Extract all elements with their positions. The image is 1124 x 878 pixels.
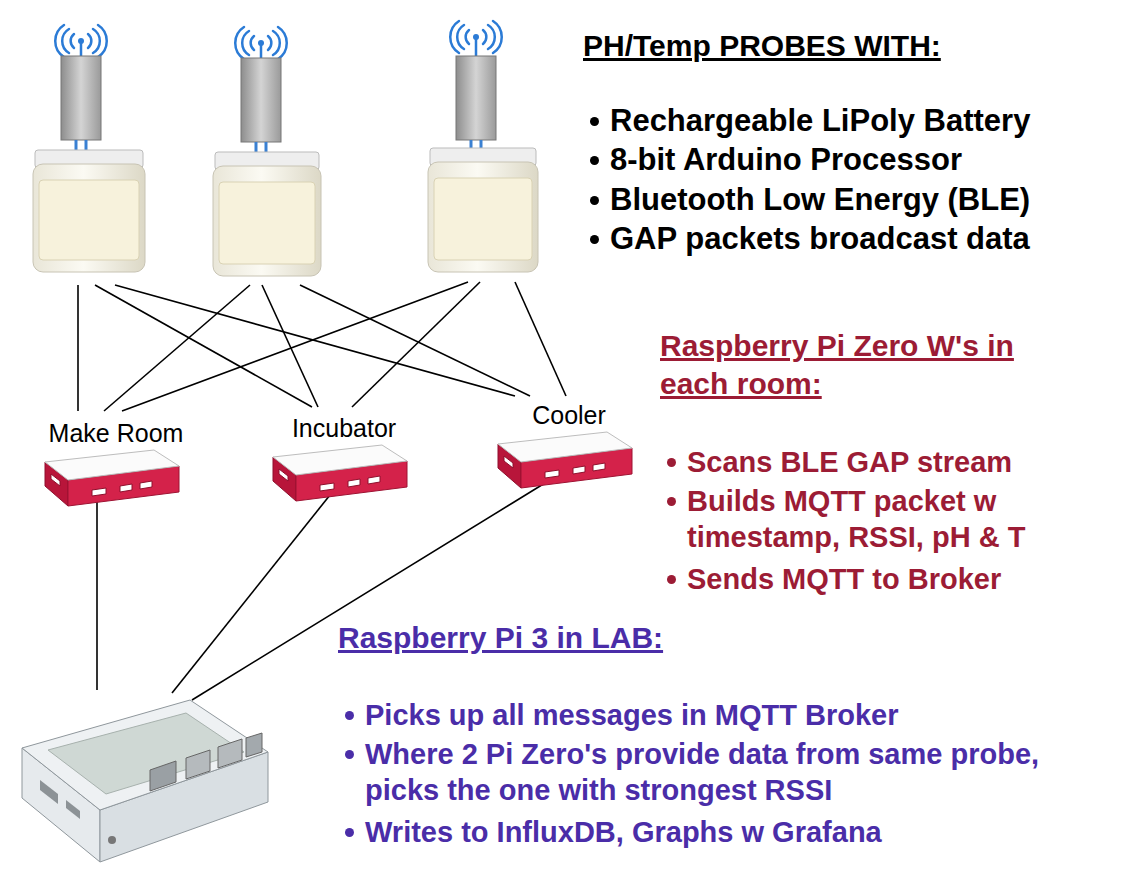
pi-zero-device: Incubator [270,413,418,505]
bullet-dot [345,711,354,720]
bullet-dot [667,497,676,506]
bullet-text: Scans BLE GAP stream [687,444,1107,480]
bullet-text: Picks up all messages in MQTT Broker [365,697,1085,733]
lab-wires [97,483,545,700]
room-label: Incubator [270,413,418,443]
pi-zero-device: Cooler [495,400,643,492]
bullet-text: Rechargeable LiPoly Battery [610,102,1030,141]
bullet-dot [590,156,599,165]
bullet-dot [667,575,676,584]
probe-illustration [428,21,538,272]
pi-zero-case [495,430,635,492]
bullet-dot [345,750,354,759]
pi3-illustration [22,700,268,862]
probe-illustration [213,27,321,276]
pi-zero-case [270,443,410,505]
bullet-dot [667,458,676,467]
bullet-text: Writes to InfluxDB, Graphs w Grafana [365,814,1085,850]
bullet-dot [345,828,354,837]
probe-illustration [33,25,145,272]
bullet-dot [590,196,599,205]
bullet-text: 8-bit Arduino Processor [610,141,962,180]
probe-wires [78,282,566,411]
room-label: Cooler [495,400,643,430]
bullet-dot [590,235,599,244]
section-heading: Raspberry Pi 3 in LAB: [338,619,663,657]
bullet-text: Where 2 Pi Zero's provide data from same… [365,736,1077,809]
bullet-text: Builds MQTT packet w timestamp, RSSI, pH… [687,483,1107,556]
bullet-text: Sends MQTT to Broker [687,561,1107,597]
pi-zero-case [42,448,182,510]
room-label: Make Room [42,418,190,448]
pi-zero-device: Make Room [42,418,190,510]
bullet-dot [590,117,599,126]
section-heading: PH/Temp PROBES WITH: [583,27,941,65]
section-heading: Raspberry Pi Zero W's in each room: [660,327,1090,402]
bullet-text: GAP packets broadcast data [610,220,1030,259]
bullet-text: Bluetooth Low Energy (BLE) [610,181,1030,220]
